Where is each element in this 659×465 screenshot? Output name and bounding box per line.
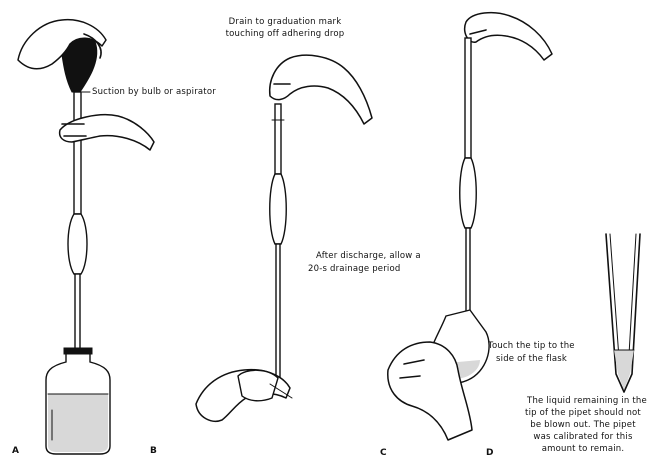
hand-top-c-icon (465, 13, 552, 60)
pipet-b-stem-upper (275, 104, 281, 174)
pipet-b-stem-lower (276, 244, 280, 384)
panel-a-drawing (18, 20, 154, 454)
caption-remain-line1: The liquid remaining in the (512, 395, 659, 407)
caption-remain-line2: tip of the pipet should not (508, 407, 658, 419)
caption-suction: Suction by bulb or aspirator (92, 86, 216, 98)
caption-drain-line2: touching off adhering drop (200, 28, 370, 40)
bottle-liquid (48, 394, 108, 452)
caption-touch-line1: Touch the tip to the (488, 340, 575, 352)
pipet-c-stem-lower (466, 228, 470, 318)
panel-c-drawing (388, 13, 552, 440)
panel-b-drawing (196, 55, 372, 421)
pipet-b-bulb (270, 174, 287, 244)
caption-remain-line5: amount to remain. (508, 443, 658, 455)
panel-d-drawing (606, 234, 640, 392)
panel-label-d: D (486, 448, 493, 458)
caption-touch-line2: side of the flask (496, 353, 567, 365)
panel-label-a: A (12, 446, 19, 456)
caption-remain-line3: be blown out. The pipet (508, 419, 658, 431)
hand-top-b-icon (270, 55, 372, 124)
panel-label-b: B (150, 446, 157, 456)
bottle-neck-ring (64, 348, 92, 354)
pipet-a-stem-upper (74, 92, 81, 214)
pipet-c-stem-upper (465, 38, 471, 158)
panel-label-c: C (380, 448, 387, 458)
pipet-c-bulb (460, 158, 477, 228)
caption-discharge-line2: 20-s drainage period (308, 263, 400, 275)
pipet-a-bulb (68, 214, 87, 274)
caption-drain-line1: Drain to graduation mark (200, 16, 370, 28)
caption-discharge-line1: After discharge, allow a (316, 250, 421, 262)
caption-remain-line4: was calibrated for this (508, 431, 658, 443)
